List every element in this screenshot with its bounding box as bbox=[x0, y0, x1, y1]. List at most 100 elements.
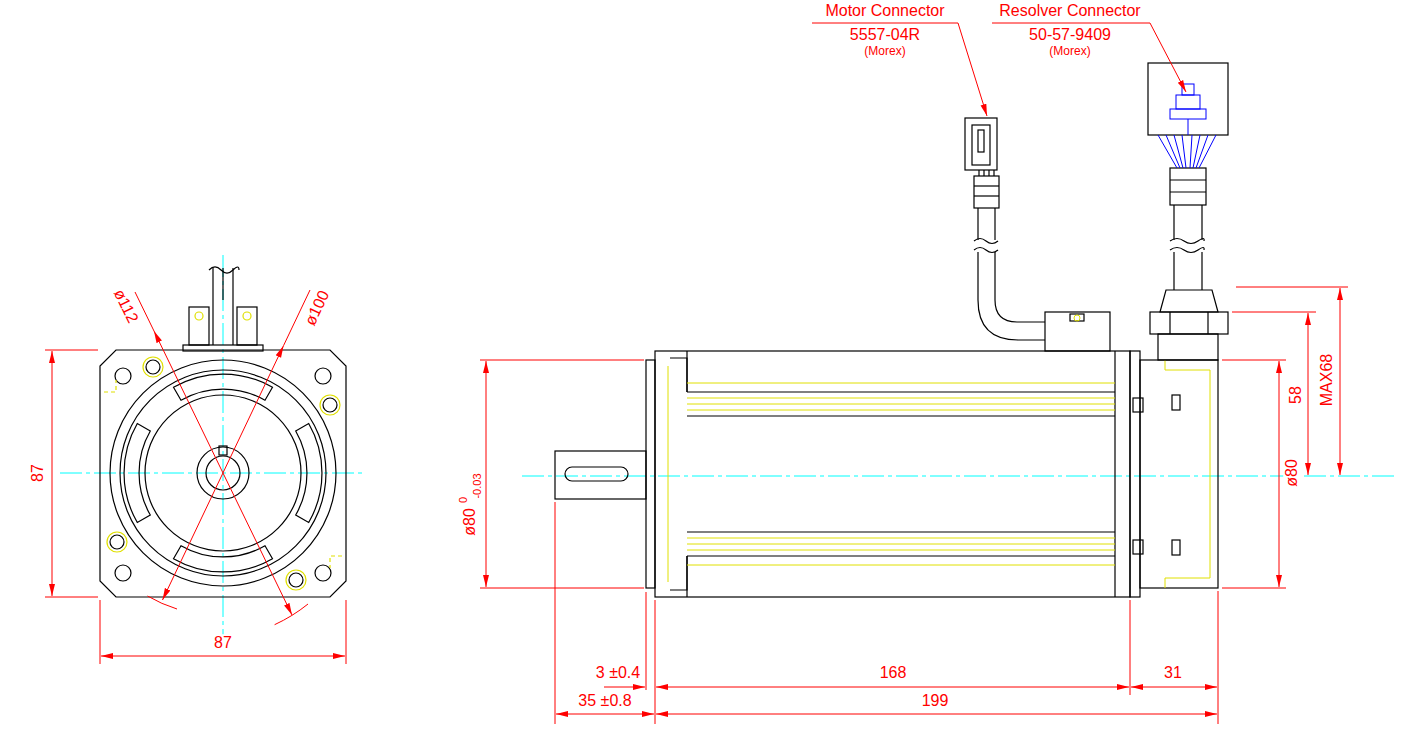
cooling-fin bbox=[668, 366, 669, 582]
resolver-cable bbox=[1148, 63, 1228, 135]
dimension-line bbox=[656, 687, 1129, 688]
motor-body bbox=[687, 555, 1115, 556]
gland-detail bbox=[243, 312, 251, 320]
motor-cable bbox=[974, 248, 998, 253]
centerline bbox=[60, 255, 365, 652]
dimension-line bbox=[100, 600, 101, 664]
mounting-hole bbox=[115, 565, 131, 581]
gland-detail bbox=[1074, 315, 1080, 321]
resolver-wiring bbox=[1166, 135, 1180, 168]
dimension-line bbox=[52, 351, 53, 596]
mounting-hole bbox=[315, 565, 331, 581]
dimension-line bbox=[1236, 287, 1348, 288]
dimension-line bbox=[1308, 313, 1309, 475]
motor-cable bbox=[977, 208, 978, 240]
mounting-hole bbox=[289, 573, 303, 587]
resolver-wiring bbox=[1182, 135, 1186, 168]
resolver-cable bbox=[1170, 168, 1206, 205]
motor-body bbox=[670, 556, 687, 590]
cable-front bbox=[189, 307, 209, 345]
part-number: 5557-04R bbox=[849, 26, 921, 44]
dimension-line bbox=[1131, 687, 1217, 688]
dimension-value: 87 bbox=[29, 463, 47, 483]
resolver-housing bbox=[1130, 351, 1140, 597]
motor-body bbox=[687, 391, 1115, 392]
gland-detail bbox=[1074, 315, 1080, 321]
resolver-cable bbox=[1160, 290, 1218, 312]
callout-title: Motor Connector bbox=[824, 2, 945, 20]
dimension-line bbox=[480, 360, 644, 361]
diameter-dimension: ø80 bbox=[461, 507, 479, 537]
dimension-value: MAX68 bbox=[1318, 353, 1336, 407]
resolver-cable bbox=[1201, 252, 1202, 290]
dimension-line bbox=[101, 656, 345, 657]
resolver-cable bbox=[1170, 239, 1204, 244]
motor-body bbox=[555, 451, 646, 499]
mounting-hole bbox=[115, 368, 131, 384]
dimension-line bbox=[556, 714, 654, 715]
motor-body bbox=[565, 467, 628, 481]
dimension-line bbox=[604, 687, 645, 688]
cooling-fin bbox=[687, 398, 1115, 399]
flange-front bbox=[296, 424, 322, 523]
dimension-value: 58 bbox=[1287, 385, 1305, 405]
leader-line bbox=[1150, 23, 1186, 92]
motor-cable bbox=[965, 118, 1110, 351]
leader-line bbox=[812, 23, 958, 24]
dimension-line bbox=[1222, 588, 1286, 589]
centerline bbox=[60, 473, 365, 474]
mounting-hole bbox=[110, 535, 124, 549]
gland-detail bbox=[195, 312, 203, 320]
resolver-cable bbox=[1148, 63, 1228, 360]
dimension-value: 199 bbox=[921, 692, 950, 710]
motor-cable bbox=[978, 130, 984, 152]
diameter-dimension: ø100 bbox=[301, 287, 333, 329]
motor-cable bbox=[978, 170, 979, 176]
dimension-line bbox=[656, 714, 1217, 715]
diameter-dimension: ø112 bbox=[110, 285, 142, 326]
motor-cable bbox=[974, 185, 999, 186]
flange-front bbox=[174, 546, 273, 572]
resolver-wiring bbox=[1158, 84, 1216, 168]
resolver-cable bbox=[1173, 205, 1174, 240]
resolver-housing bbox=[1172, 540, 1180, 555]
dimension-line bbox=[163, 346, 284, 600]
dimension-value: 3 ±0.4 bbox=[595, 664, 641, 682]
cable-front bbox=[232, 268, 233, 345]
leader-line bbox=[992, 23, 1150, 24]
dimension-line bbox=[655, 600, 656, 724]
dimension-line bbox=[1222, 360, 1286, 361]
hidden-line bbox=[1165, 360, 1210, 588]
centerline bbox=[223, 255, 224, 652]
hidden-ring bbox=[107, 532, 127, 552]
hidden-ring bbox=[320, 395, 340, 415]
motor-cable bbox=[983, 170, 984, 176]
resolver-cable bbox=[1169, 312, 1170, 334]
motor-cable bbox=[974, 239, 998, 244]
cable-front bbox=[183, 267, 263, 351]
maker-name: (Morex) bbox=[863, 45, 906, 58]
hidden-ring bbox=[104, 380, 116, 392]
resolver-housing bbox=[1140, 360, 1218, 588]
dimension-line bbox=[45, 597, 98, 598]
resolver-cable bbox=[1170, 191, 1206, 192]
motor-cable bbox=[993, 170, 994, 176]
callout-title: Resolver Connector bbox=[998, 2, 1141, 20]
cable-front bbox=[237, 307, 257, 345]
dimension-value: 168 bbox=[879, 664, 908, 682]
motor-cable bbox=[1070, 314, 1084, 321]
hidden-ring bbox=[143, 357, 163, 377]
hidden-ring bbox=[286, 570, 306, 590]
dimension-line bbox=[346, 600, 347, 664]
cable-front bbox=[222, 268, 223, 300]
dimension-line bbox=[154, 331, 292, 615]
resolver-wiring bbox=[1190, 135, 1192, 168]
motor-cable bbox=[988, 170, 989, 176]
centerline bbox=[522, 476, 1395, 477]
cable-front bbox=[212, 268, 213, 345]
resolver-cable bbox=[1170, 248, 1204, 253]
resolver-wiring bbox=[1199, 135, 1216, 168]
hidden-ring bbox=[330, 556, 342, 568]
